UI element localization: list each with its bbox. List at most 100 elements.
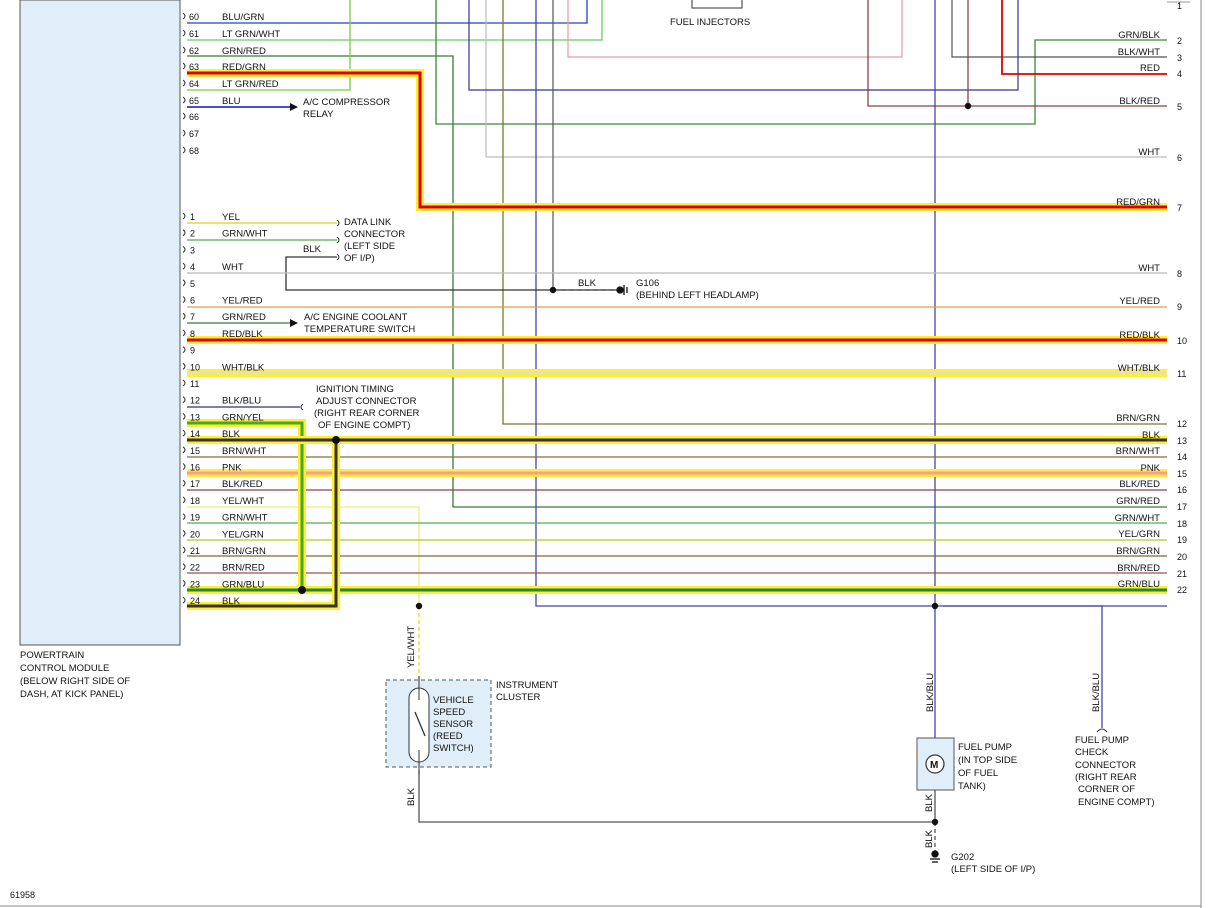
pcm-pin-number: 63 <box>189 62 199 72</box>
pcm-pin-number: 67 <box>189 129 199 139</box>
pcm-terminal-icon <box>182 413 186 420</box>
pcm-pin-number: 17 <box>190 479 200 489</box>
wire-65-blu <box>187 103 298 111</box>
pcm-terminal-icon <box>182 296 186 303</box>
pcm-pin-number: 24 <box>190 596 200 606</box>
ac-switch-arrow-icon <box>290 319 298 327</box>
pcm-pin-number: 13 <box>190 412 200 422</box>
right-connector-wire: PNK <box>1140 463 1160 474</box>
pcm-terminal-icon <box>182 446 186 454</box>
pcm-terminal-icon <box>182 429 186 437</box>
instrument-cluster-label: INSTRUMENT CLUSTER <box>496 680 561 703</box>
right-connector-wire: BLK/RED <box>1119 479 1160 490</box>
wire-13-grn-yel <box>187 419 306 590</box>
pcm-pin-wire: YEL/WHT <box>222 496 264 507</box>
right-connector-wire: BLK/RED <box>1119 96 1160 107</box>
g106-wire-label: BLK <box>578 278 597 289</box>
component-wiring <box>418 289 1103 852</box>
right-connector-wire: BRN/GRN <box>1116 546 1160 557</box>
vss-wire-bottom-label: BLK <box>406 787 417 806</box>
right-connector-pin: 1 <box>1177 1 1182 11</box>
right-connector-pin: 18 <box>1177 519 1187 529</box>
pcm-pin-wire: GRN/WHT <box>222 229 268 240</box>
figure-id: 61958 <box>10 890 35 900</box>
pcm-pin-number: 66 <box>189 112 199 122</box>
pcm-pin-number: 2 <box>190 229 195 239</box>
pcm-pin-number: 10 <box>190 362 200 372</box>
right-connector-pin: 5 <box>1177 102 1182 112</box>
pcm-terminal-icon <box>182 62 186 70</box>
pcm-terminal-icon <box>182 212 186 220</box>
pcm-pin-wire: LT GRN/WHT <box>222 29 280 40</box>
right-connector-pin: 6 <box>1177 153 1182 163</box>
right-connector-pin: 19 <box>1177 535 1187 545</box>
right-connector-wire: BRN/RED <box>1117 563 1160 574</box>
pcm-terminal-icon <box>182 463 186 470</box>
pcm-terminal-icon <box>182 29 186 37</box>
pcm-pin-number: 18 <box>190 496 200 506</box>
pcm-pin-number: 16 <box>190 463 200 473</box>
pcm-pin-wire: RED/BLK <box>222 329 263 340</box>
g106-label: G106 (BEHIND LEFT HEADLAMP) <box>636 278 759 301</box>
right-connector-labels: 12GRN/BLK3BLK/WHT4RED5BLK/RED6WHT7RED/GR… <box>1115 1 1187 595</box>
splice-dots <box>298 102 972 826</box>
pcm-pin-number: 65 <box>189 96 199 106</box>
g202-label: G202 (LEFT SIDE OF I/P) <box>951 852 1035 875</box>
right-connector-wire: BRN/GRN <box>1116 413 1160 424</box>
pcm-pin-number: 62 <box>189 46 199 56</box>
right-connector-pin: 2 <box>1177 36 1182 46</box>
pcm-terminal-icon <box>182 596 186 604</box>
pcm-pin-wire: BRN/RED <box>222 563 265 574</box>
ac-relay-label: A/C COMPRESSOR RELAY <box>303 97 393 120</box>
right-connector-wire: GRN/BLU <box>1118 579 1160 590</box>
pcm-pin-wire: WHT <box>222 262 244 273</box>
pcm-terminal-icon <box>182 112 186 120</box>
pcm-terminal-icon <box>182 312 186 320</box>
lower-wiring <box>187 222 1167 606</box>
right-connector-wire: RED <box>1140 63 1160 74</box>
right-connector-wire: RED/BLK <box>1119 330 1160 341</box>
fuel-injectors-label: FUEL INJECTORS <box>670 17 750 28</box>
pcm-pin-number: 7 <box>190 312 195 322</box>
pcm-terminal-icon <box>182 563 186 571</box>
ignition-timing-connector-icon <box>300 403 304 411</box>
right-connector-pin: 21 <box>1177 569 1187 579</box>
g202-ground-icon <box>930 850 940 863</box>
pcm-pin-wire: YEL <box>222 212 240 223</box>
right-connector-pin: 20 <box>1177 552 1187 562</box>
pcm-terminal-icon <box>182 546 186 554</box>
pcm-pin-wire: GRN/RED <box>222 46 266 57</box>
right-connector-pin: 11 <box>1177 369 1186 379</box>
right-connector-pin: 7 <box>1177 203 1182 213</box>
fuel-pump-label: FUEL PUMP (IN TOP SIDE OF FUEL TANK) <box>958 742 1020 792</box>
pcm-pin-number: 11 <box>190 379 199 389</box>
right-connector-pin: 17 <box>1177 502 1187 512</box>
pcm-pin-number: 1 <box>190 212 195 222</box>
right-connector-wire: GRN/RED <box>1116 496 1160 507</box>
pcm-terminal-icon <box>182 146 186 154</box>
pcm-terminal-icon <box>182 262 186 270</box>
pcm-pin-number: 6 <box>190 296 195 306</box>
fuel-pump-ground-wire-label: BLK <box>924 793 935 812</box>
right-connector-pin: 15 <box>1177 469 1187 479</box>
pcm-pin-number: 64 <box>189 79 199 89</box>
pcm-pin-wire: YEL/GRN <box>222 529 264 540</box>
right-connector-pin: 22 <box>1177 585 1187 595</box>
pcm-pin-wire: BLK/BLU <box>222 396 261 407</box>
pcm-terminal-icon <box>182 79 186 87</box>
right-connector-pin: 13 <box>1177 436 1187 446</box>
check-connector-wire-label: BLK/BLU <box>1091 673 1102 712</box>
pcm-terminal-icon <box>182 529 186 537</box>
right-connector-wire: GRN/BLK <box>1118 30 1160 41</box>
ac-switch-label: A/C ENGINE COOLANT TEMPERATURE SWITCH <box>304 312 415 335</box>
pcm-pin-number: 12 <box>190 396 200 406</box>
right-connector-pin: 16 <box>1177 485 1187 495</box>
right-connector-wire: WHT <box>1138 263 1160 274</box>
pcm-terminal-icon <box>182 279 186 287</box>
pcm-terminal-icon <box>182 362 186 370</box>
pcm-pin-wire: BLK/RED <box>222 479 263 490</box>
fuel-pump-wire-label: BLK/BLU <box>925 673 936 712</box>
right-connector-wire: YEL/RED <box>1119 296 1160 307</box>
pcm-pin-number: 61 <box>189 29 199 39</box>
pcm-terminal-icon <box>182 496 186 504</box>
